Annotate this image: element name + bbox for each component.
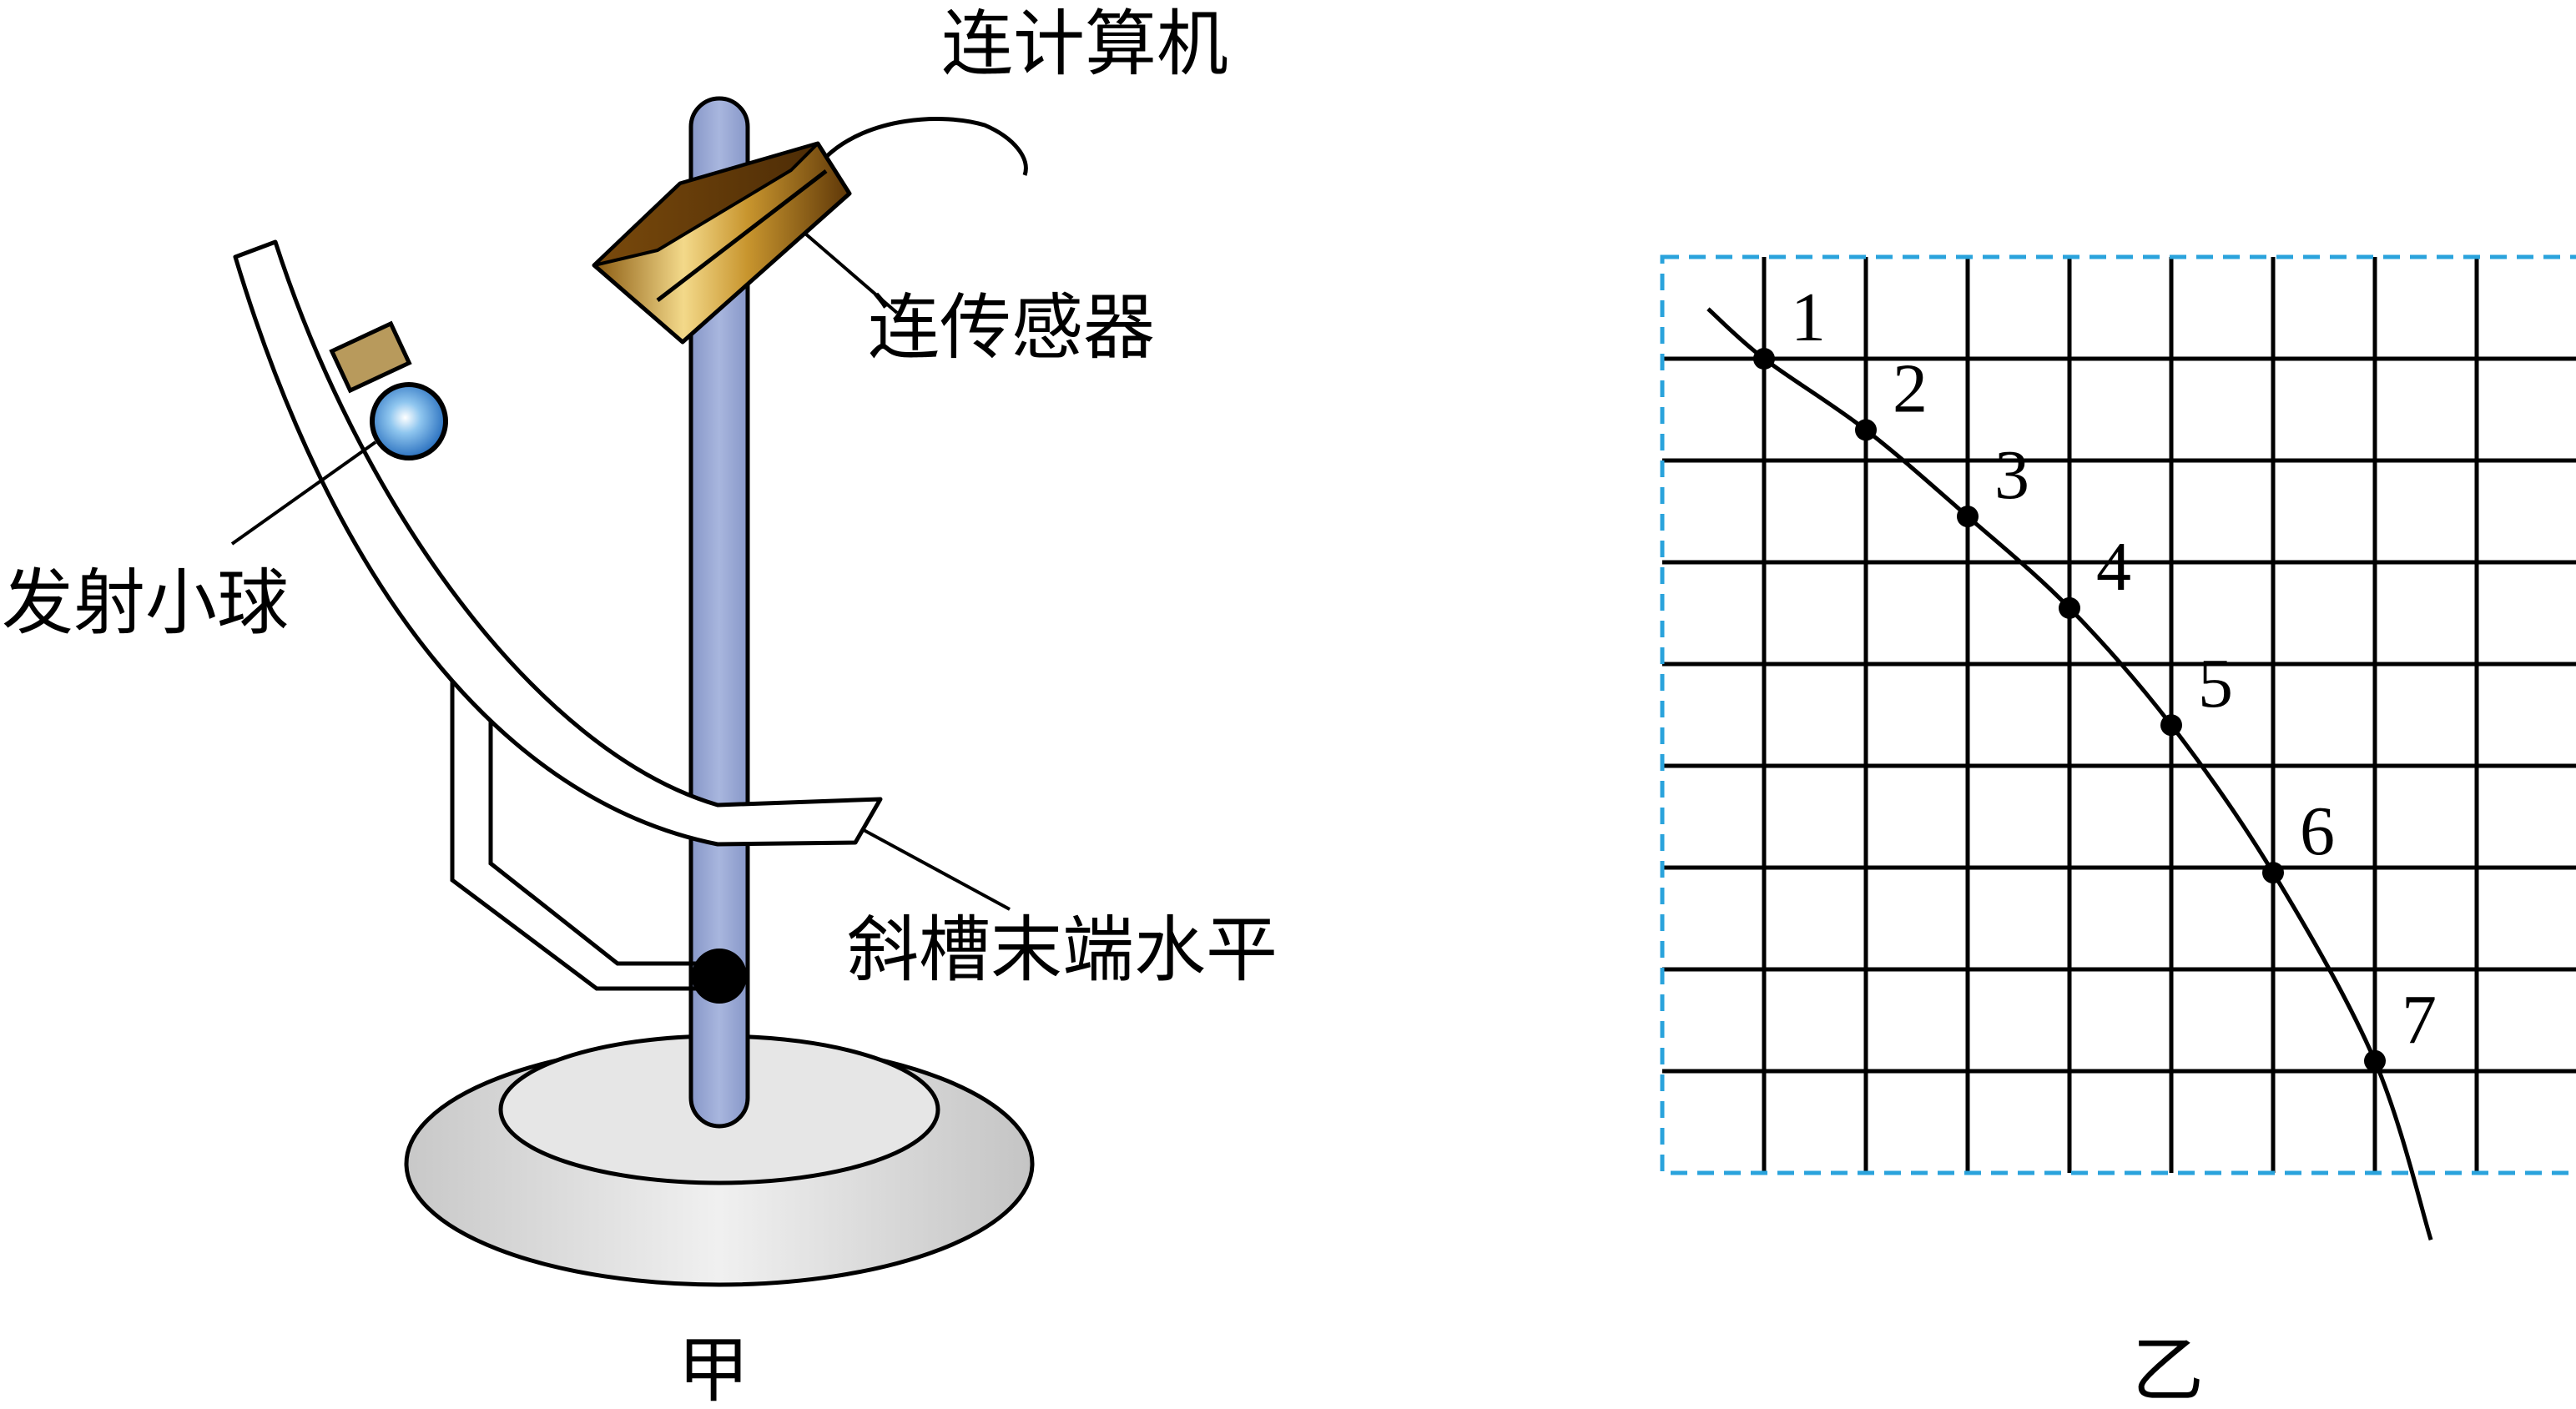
- trajectory-curve: [1706, 307, 2433, 1240]
- label-computer: 连计算机: [941, 3, 1228, 86]
- chute-leader: [863, 828, 1011, 911]
- trajectory-point: [2059, 596, 2080, 619]
- trajectory-point: [2262, 862, 2284, 884]
- ball-leader: [230, 440, 377, 546]
- trajectory-point-label: 5: [2198, 645, 2233, 722]
- trajectory-point: [2160, 714, 2182, 737]
- label-chute: 斜槽末端水平: [847, 908, 1278, 992]
- grid: [1662, 257, 2576, 1173]
- trajectory-point: [1753, 348, 1775, 370]
- inclined-chute: [233, 239, 883, 847]
- caption-trajectory: 乙: [2132, 1329, 2204, 1409]
- caption-apparatus: 甲: [678, 1329, 749, 1409]
- stand-rod: [688, 96, 750, 1129]
- sensor-leader: [804, 232, 899, 315]
- grid-border: [1660, 254, 2576, 1175]
- release-block: [329, 320, 412, 394]
- trajectory-point-label: 2: [1893, 350, 1928, 427]
- trajectory-point: [1855, 419, 1877, 441]
- trajectory-point-label: 3: [1994, 436, 2029, 514]
- label-sensor: 连传感器: [868, 286, 1155, 370]
- chute-support-inner: [488, 701, 718, 966]
- trajectory-point: [2364, 1049, 2386, 1072]
- label-ball: 发射小球: [2, 561, 289, 645]
- trajectory-point-label: 7: [2402, 981, 2437, 1059]
- trajectory-point: [1957, 506, 1979, 528]
- sensor: [592, 141, 852, 345]
- clamp-knob: [692, 949, 747, 1004]
- trajectory-point-label: 6: [2300, 793, 2335, 870]
- trajectory-point-label: 4: [2096, 528, 2131, 606]
- chute-support-outer: [450, 651, 718, 991]
- computer-cable: [824, 117, 1028, 176]
- apparatus-figure: 连计算机 连传感器 发射小球 斜槽末端水平 甲: [2, 3, 1278, 1409]
- trajectory-point-label: 1: [1791, 279, 1826, 356]
- launch-ball: [370, 382, 448, 460]
